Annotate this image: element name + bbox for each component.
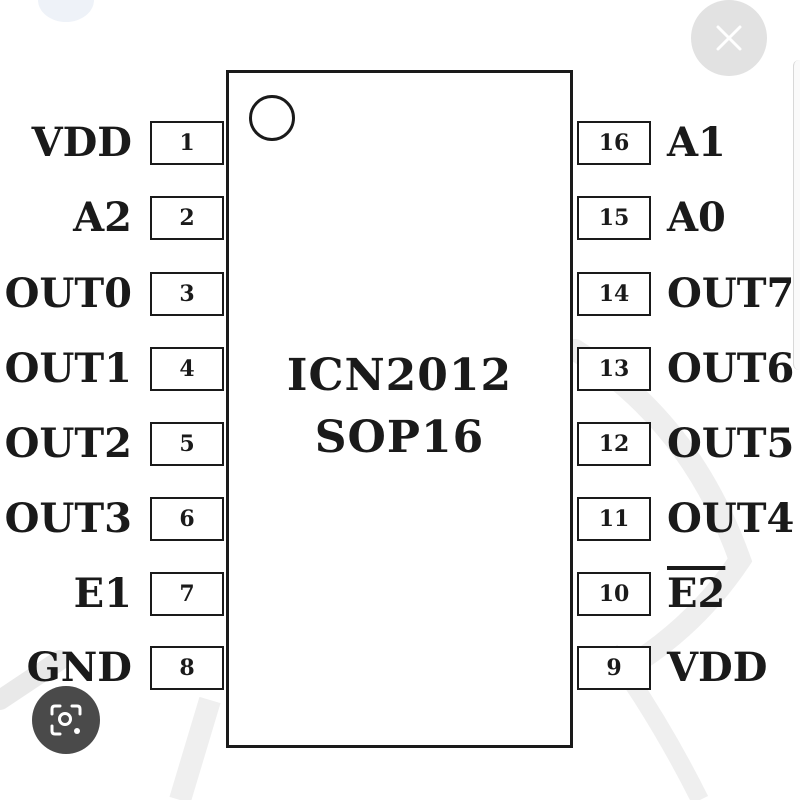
pin-box: 5 (150, 422, 224, 466)
scrollbar[interactable] (793, 60, 800, 370)
pin-name: A1 (667, 119, 726, 166)
pin-name: VDD (31, 119, 132, 166)
close-icon (716, 25, 742, 51)
pin-name: OUT3 (4, 495, 132, 542)
image-search-button[interactable] (32, 686, 100, 754)
pin-name: OUT0 (4, 270, 132, 317)
pin-box: 10 (577, 572, 651, 616)
pin-box: 12 (577, 422, 651, 466)
pin-name: GND (26, 644, 132, 691)
ic-package-body (226, 70, 573, 748)
chip-part-number: ICN2012 (286, 350, 513, 401)
pin-box: 7 (150, 572, 224, 616)
pin-box: 9 (577, 646, 651, 690)
pin-box: 14 (577, 272, 651, 316)
pin-name: VDD (667, 644, 768, 691)
pin1-indicator (249, 95, 295, 141)
pin-box: 8 (150, 646, 224, 690)
pin-name: A2 (73, 194, 132, 241)
chip-package-label: SOP16 (314, 412, 485, 463)
pin-box: 15 (577, 196, 651, 240)
pin-name: OUT1 (4, 345, 132, 392)
close-button[interactable] (691, 0, 767, 76)
pin-name-active-low: E2 (667, 570, 726, 617)
pin-name: E1 (73, 570, 132, 617)
pin-box: 13 (577, 347, 651, 391)
pin-box: 1 (150, 121, 224, 165)
pin-name: A0 (667, 194, 726, 241)
pin-box: 4 (150, 347, 224, 391)
pin-box: 16 (577, 121, 651, 165)
pin-box: 6 (150, 497, 224, 541)
pin-box: 3 (150, 272, 224, 316)
background-shape (38, 0, 94, 22)
pin-box: 11 (577, 497, 651, 541)
image-search-icon (50, 704, 82, 736)
pin-name: OUT5 (667, 420, 795, 467)
pin-name: OUT7 (667, 270, 795, 317)
pin-name: OUT6 (667, 345, 795, 392)
pin-box: 2 (150, 196, 224, 240)
pin-name: OUT4 (667, 495, 795, 542)
pin-name: OUT2 (4, 420, 132, 467)
